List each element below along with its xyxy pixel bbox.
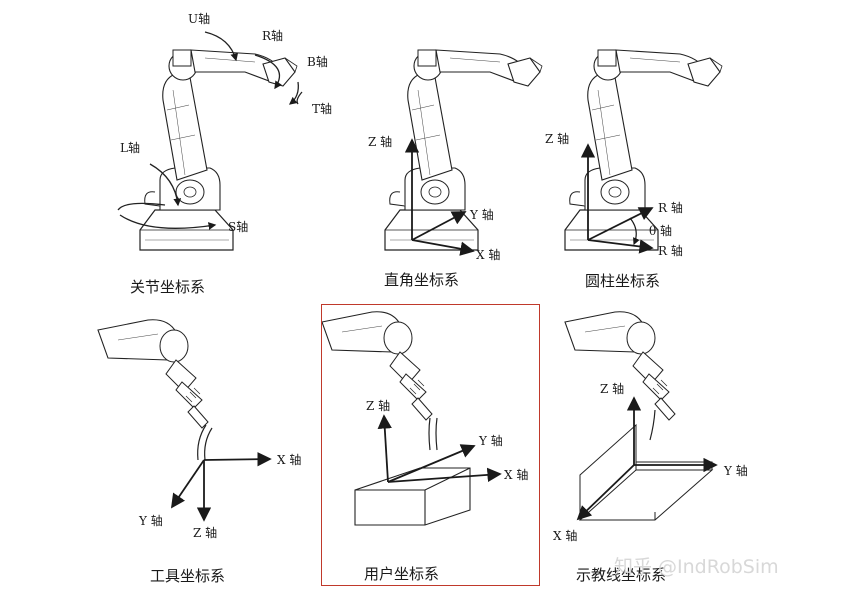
cartesian-axes: [404, 138, 475, 256]
joint-u-axis-label: U轴: [188, 12, 211, 26]
cartesian-x-axis-label: X 轴: [476, 248, 501, 262]
tool-y-axis-label: Y 轴: [139, 514, 163, 528]
user-panel-highlight-frame: [321, 304, 540, 586]
user-z-axis-label: Z 轴: [366, 399, 391, 413]
cylindrical-caption: 圆柱坐标系: [585, 272, 661, 290]
joint-s-axis-label: S轴: [228, 220, 249, 234]
joint-caption: 关节坐标系: [130, 278, 206, 296]
joint-rotation-arrows: [117, 31, 303, 230]
teach-y-axis-label: Y 轴: [724, 464, 748, 478]
teach-x-axis-label: X 轴: [553, 529, 578, 543]
cylindrical-axes: [580, 143, 654, 254]
tool-wrist: [97, 319, 213, 461]
joint-robot: [139, 49, 298, 251]
cylindrical-z-axis-label: Z 轴: [545, 132, 570, 146]
joint-r-axis-label: R轴: [262, 29, 284, 43]
cylindrical-theta-axis-label: θ 轴: [649, 224, 673, 238]
joint-t-axis-label: T轴: [312, 102, 333, 116]
user-axes: [377, 414, 502, 483]
cylindrical-r-axis-label-top: R 轴: [658, 201, 683, 215]
tool-axes: [170, 451, 272, 522]
cartesian-caption: 直角坐标系: [384, 271, 460, 289]
user-caption: 用户坐标系: [364, 565, 440, 583]
user-y-axis-label: Y 轴: [479, 434, 503, 448]
teach-wrist: [564, 311, 676, 441]
user-wrist: [321, 311, 438, 451]
cartesian-y-axis-label: Y 轴: [470, 208, 494, 222]
teach-workpiece: [579, 423, 714, 522]
tool-x-axis-label: X 轴: [277, 453, 302, 467]
tool-z-axis-label: Z 轴: [193, 526, 218, 540]
user-x-axis-label: X 轴: [504, 468, 529, 482]
tool-caption: 工具坐标系: [150, 567, 226, 585]
teach-z-axis-label: Z 轴: [600, 382, 625, 396]
teach-caption: 示教线坐标系: [576, 566, 667, 584]
joint-b-axis-label: B轴: [307, 55, 328, 69]
cartesian-robot: [384, 49, 543, 251]
cylindrical-r-axis-label-bottom: R 轴: [658, 244, 683, 258]
joint-l-axis-label: L轴: [120, 141, 140, 155]
teach-axes: [576, 396, 718, 521]
cartesian-z-axis-label: Z 轴: [368, 135, 393, 149]
watermark: 知乎 @IndRobSim: [614, 556, 779, 578]
